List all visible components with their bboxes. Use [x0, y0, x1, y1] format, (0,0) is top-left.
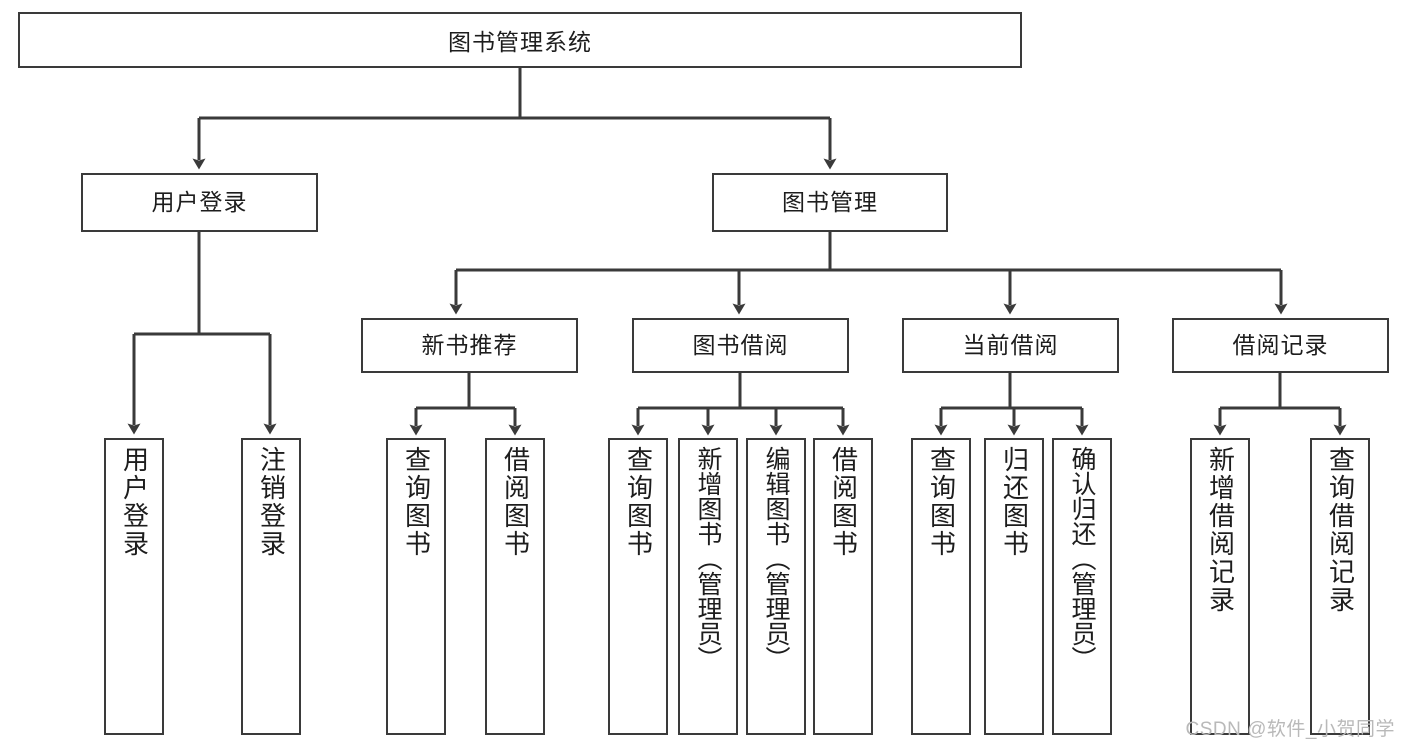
node-book-borrow[interactable]: 图书借阅 — [632, 318, 849, 373]
node-label: 查询图书 — [401, 446, 432, 558]
node-leaf-add-borrow-record[interactable]: 新增借阅记录 — [1190, 438, 1250, 735]
node-label: 用户登录 — [151, 188, 248, 215]
node-leaf-user-login[interactable]: 用户登录 — [104, 438, 164, 735]
node-label: 借阅记录 — [1232, 331, 1329, 358]
node-label: 当前借阅 — [962, 331, 1059, 358]
node-label: 编辑图书（管理员） — [762, 446, 790, 671]
node-label: 图书管理系统 — [448, 29, 592, 55]
node-label: 图书借阅 — [692, 331, 789, 358]
node-label: 查询图书 — [623, 446, 654, 558]
node-borrow-record[interactable]: 借阅记录 — [1172, 318, 1389, 373]
node-label: 借阅图书 — [828, 446, 859, 558]
node-label: 用户登录 — [119, 446, 150, 558]
node-user-login[interactable]: 用户登录 — [81, 173, 318, 232]
node-leaf-confirm-return-admin[interactable]: 确认归还（管理员） — [1052, 438, 1112, 735]
csdn-watermark: CSDN @软件_小贺同学 — [1185, 719, 1395, 740]
node-label: 注销登录 — [256, 446, 287, 558]
node-leaf-query-book-current[interactable]: 查询图书 — [911, 438, 971, 735]
node-book-manage[interactable]: 图书管理 — [712, 173, 948, 232]
node-label: 新书推荐 — [421, 331, 518, 358]
node-label: 归还图书 — [999, 446, 1030, 558]
node-leaf-borrow-book[interactable]: 借阅图书 — [813, 438, 873, 735]
node-leaf-add-book-admin[interactable]: 新增图书（管理员） — [678, 438, 738, 735]
node-leaf-query-book-borrow[interactable]: 查询图书 — [608, 438, 668, 735]
node-leaf-return-book[interactable]: 归还图书 — [984, 438, 1044, 735]
node-leaf-logout-login[interactable]: 注销登录 — [241, 438, 301, 735]
node-leaf-query-book-rec[interactable]: 查询图书 — [386, 438, 446, 735]
node-new-book-recommend[interactable]: 新书推荐 — [361, 318, 578, 373]
node-root-system[interactable]: 图书管理系统 — [18, 12, 1022, 68]
node-label: 新增图书（管理员） — [694, 446, 722, 671]
node-leaf-edit-book-admin[interactable]: 编辑图书（管理员） — [746, 438, 806, 735]
node-label: 新增借阅记录 — [1205, 446, 1236, 614]
node-label: 确认归还（管理员） — [1068, 446, 1096, 671]
node-label: 查询借阅记录 — [1325, 446, 1356, 614]
node-current-borrow[interactable]: 当前借阅 — [902, 318, 1119, 373]
node-label: 查询图书 — [926, 446, 957, 558]
node-leaf-borrow-book-rec[interactable]: 借阅图书 — [485, 438, 545, 735]
node-leaf-query-borrow-record[interactable]: 查询借阅记录 — [1310, 438, 1370, 735]
node-label: 图书管理 — [782, 188, 878, 215]
node-label: 借阅图书 — [500, 446, 531, 558]
